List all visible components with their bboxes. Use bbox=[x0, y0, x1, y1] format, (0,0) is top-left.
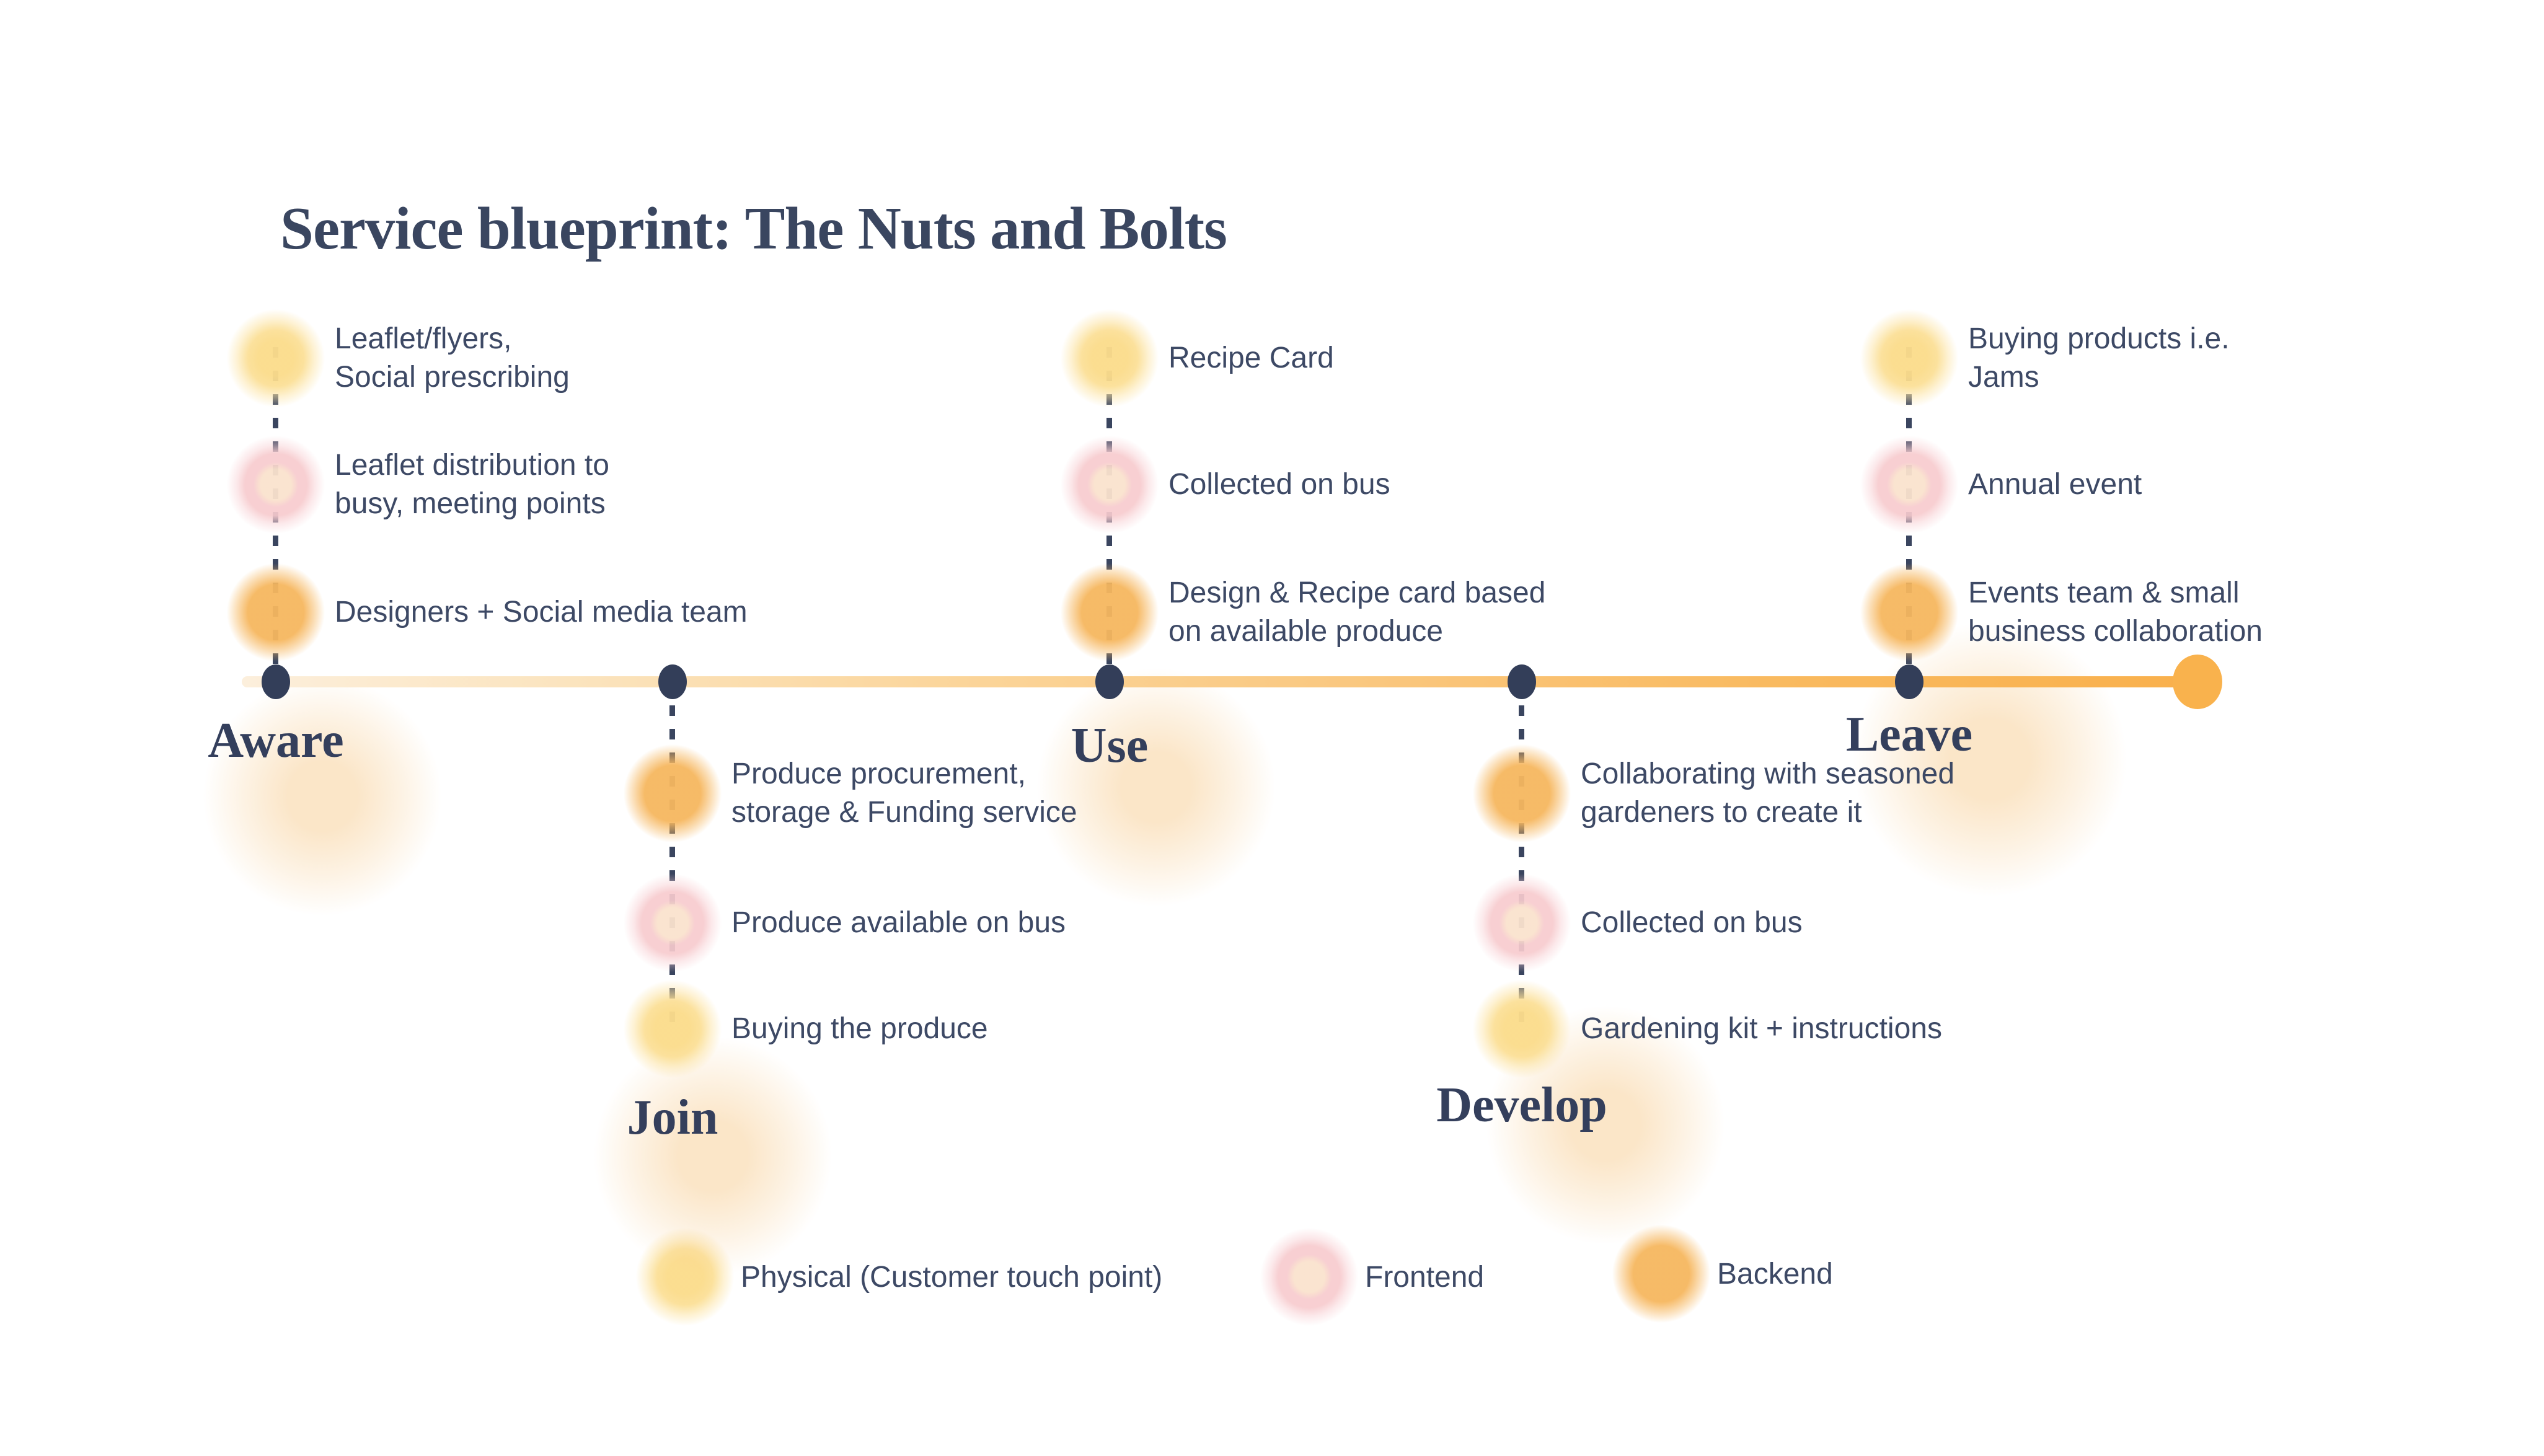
aware-glow bbox=[198, 673, 446, 920]
legend-label: Physical (Customer touch point) bbox=[741, 1260, 1163, 1294]
item-text: Designers + Social media team bbox=[335, 596, 748, 629]
item-text: Buying products i.e. Jams bbox=[1968, 322, 2230, 394]
frontend-dot-icon bbox=[1060, 435, 1159, 534]
timeline-end-dot bbox=[2173, 655, 2222, 709]
list-item: Collected on bus bbox=[1060, 435, 1390, 534]
backend-dot-icon bbox=[623, 744, 722, 843]
develop-dashed-line bbox=[1519, 682, 1524, 1029]
list-item: Events team & small business collaborati… bbox=[1860, 563, 2263, 662]
list-item: Produce available on bus bbox=[623, 873, 1066, 973]
item-text: Collaborating with seasoned gardeners to… bbox=[1581, 757, 1955, 829]
legend-item-frontend: Frontend bbox=[1260, 1227, 1484, 1326]
item-text: Produce procurement, storage & Funding s… bbox=[731, 757, 1077, 829]
backend-dot-icon bbox=[1060, 563, 1159, 662]
stage-label-leave: Leave bbox=[1845, 707, 1973, 762]
frontend-dot-icon bbox=[1472, 873, 1571, 973]
stage-label-join: Join bbox=[627, 1090, 718, 1145]
list-item: Buying products i.e. Jams bbox=[1860, 309, 2230, 408]
leave-glow bbox=[1847, 617, 2132, 902]
stage-label-develop: Develop bbox=[1436, 1078, 1607, 1132]
list-item: Leaflet/flyers, Social prescribing bbox=[226, 309, 570, 408]
page-title: Service blueprint: The Nuts and Bolts bbox=[280, 195, 1227, 262]
item-text: Gardening kit + instructions bbox=[1581, 1012, 1942, 1045]
physical-dot-icon bbox=[623, 979, 722, 1079]
join-dashed-line bbox=[669, 682, 675, 1029]
timeline-node bbox=[658, 664, 687, 699]
frontend-dot-icon bbox=[226, 435, 325, 534]
physical-dot-icon bbox=[1060, 309, 1159, 408]
item-text: Collected on bus bbox=[1581, 906, 1803, 939]
item-text: Buying the produce bbox=[731, 1012, 988, 1045]
backend-dot-icon bbox=[1860, 563, 1959, 662]
legend-label: Backend bbox=[1717, 1257, 1833, 1291]
item-text: Leaflet distribution to busy, meeting po… bbox=[335, 449, 609, 520]
legend-item-backend: Backend bbox=[1612, 1224, 1833, 1323]
timeline-node bbox=[1895, 664, 1923, 699]
list-item: Annual event bbox=[1860, 435, 2142, 534]
list-item: Gardening kit + instructions bbox=[1472, 979, 1942, 1079]
list-item: Collaborating with seasoned gardeners to… bbox=[1472, 744, 1954, 843]
item-text: Events team & small business collaborati… bbox=[1968, 576, 2263, 648]
list-item: Design & Recipe card based on available … bbox=[1060, 563, 1545, 662]
list-item: Designers + Social media team bbox=[226, 563, 748, 662]
legend-label: Frontend bbox=[1365, 1260, 1485, 1294]
item-text: Design & Recipe card based on available … bbox=[1168, 576, 1546, 648]
physical-dot-icon bbox=[226, 309, 325, 408]
use-glow bbox=[1032, 663, 1280, 911]
backend-dot-icon bbox=[1472, 744, 1571, 843]
timeline-node bbox=[1508, 664, 1536, 699]
list-item: Buying the produce bbox=[623, 979, 988, 1079]
item-text: Annual event bbox=[1968, 468, 2142, 501]
frontend-dot-icon bbox=[623, 873, 722, 973]
list-item: Produce procurement, storage & Funding s… bbox=[623, 744, 1077, 843]
frontend-dot-icon bbox=[1260, 1227, 1359, 1326]
item-text: Recipe Card bbox=[1168, 342, 1334, 374]
frontend-dot-icon bbox=[1860, 435, 1959, 534]
physical-dot-icon bbox=[1860, 309, 1959, 408]
list-item: Recipe Card bbox=[1060, 309, 1334, 408]
timeline-node bbox=[262, 664, 290, 699]
stage-label-aware: Aware bbox=[208, 713, 344, 768]
list-item: Leaflet distribution to busy, meeting po… bbox=[226, 435, 609, 534]
item-text: Leaflet/flyers, Social prescribing bbox=[335, 322, 570, 394]
list-item: Collected on bus bbox=[1472, 873, 1803, 973]
physical-dot-icon bbox=[1472, 979, 1571, 1079]
journey-timeline bbox=[242, 676, 2197, 687]
backend-dot-icon bbox=[226, 563, 325, 662]
item-text: Produce available on bus bbox=[731, 906, 1066, 939]
item-text: Collected on bus bbox=[1168, 468, 1390, 501]
timeline-node bbox=[1095, 664, 1124, 699]
stage-label-use: Use bbox=[1071, 718, 1149, 773]
